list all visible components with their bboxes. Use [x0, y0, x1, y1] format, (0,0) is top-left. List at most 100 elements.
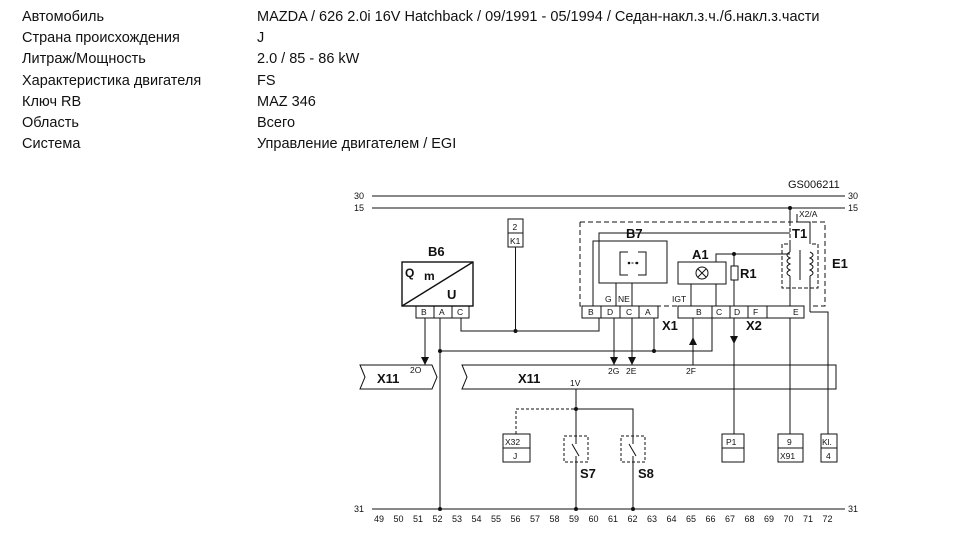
- info-value: 2.0 / 85 - 86 kW: [257, 51, 360, 68]
- x11-pin-2f: 2F: [686, 366, 696, 376]
- bottom-number: 71: [803, 514, 813, 524]
- info-label: Автомобиль: [22, 9, 105, 25]
- b6-label: B6: [428, 244, 445, 259]
- info-row-power: Литраж/Мощность 2.0 / 85 - 86 kW: [22, 49, 820, 70]
- rail-30-label-left: 30: [354, 191, 364, 201]
- x91-terminal: 9 X91: [777, 433, 804, 463]
- bottom-number-row: 49 50 51 52 53 54 55 56 57 58 59 60 61 6…: [374, 514, 833, 524]
- rail-31: 31 31: [354, 504, 858, 514]
- info-label: Область: [22, 114, 79, 131]
- info-label: Характеристика двигателя: [22, 72, 202, 89]
- rail-15-label-left: 15: [354, 203, 364, 213]
- rail-30-label-right: 30: [848, 191, 858, 201]
- bottom-number: 51: [413, 514, 423, 524]
- x2-pin-b: B: [696, 307, 702, 317]
- x32-terminal: X32 J: [502, 433, 531, 463]
- igt-label: IGT: [672, 294, 686, 304]
- k1-bottom: K1: [510, 236, 521, 246]
- b6-pin-b: B: [421, 307, 427, 317]
- x2-pin-f: F: [753, 307, 758, 317]
- r1-label: R1: [740, 266, 757, 281]
- rail-31-label-left: 31: [354, 504, 364, 514]
- rail-31-label-right: 31: [848, 504, 858, 514]
- x2-connector: B C D F E X2: [677, 305, 805, 333]
- b7-pin-g: G: [605, 294, 612, 304]
- x91-top: 9: [787, 437, 792, 447]
- bottom-number: 59: [569, 514, 579, 524]
- vehicle-info: Автомобиль MAZDA / 626 2.0i 16V Hatchbac…: [22, 7, 820, 155]
- info-value: MAZ 346: [257, 93, 316, 110]
- bottom-number: 49: [374, 514, 384, 524]
- x11-left-label: X11: [377, 371, 399, 386]
- rail-15: 15 15: [354, 203, 858, 213]
- info-value: MAZDA / 626 2.0i 16V Hatchback / 09/1991…: [257, 9, 820, 25]
- info-value: Всего: [257, 114, 296, 131]
- info-label: Система: [22, 136, 81, 153]
- x2-label: X2: [746, 318, 762, 333]
- x2-pin-d: D: [734, 307, 740, 317]
- bottom-number: 60: [589, 514, 599, 524]
- x32-top: X32: [505, 437, 520, 447]
- bottom-number: 50: [394, 514, 404, 524]
- kl-terminal: Kl. 4: [820, 433, 838, 463]
- info-row-system: Система Управление двигателем / EGI: [22, 134, 820, 155]
- info-row-area: Область Всего: [22, 113, 820, 134]
- info-value: J: [257, 30, 265, 47]
- b7-module: B7 G NE: [598, 226, 668, 306]
- bottom-number: 63: [647, 514, 657, 524]
- x11-left-pin: 2O: [410, 365, 422, 375]
- rail-30: 30 30: [354, 191, 858, 201]
- x11-pin-2e: 2E: [626, 366, 637, 376]
- e1-label: E1: [832, 256, 848, 271]
- bottom-number: 54: [472, 514, 482, 524]
- rail-15-label-right: 15: [848, 203, 858, 213]
- bottom-number: 52: [433, 514, 443, 524]
- bottom-number: 69: [764, 514, 774, 524]
- b6-sensor: B6 Q m U B A C: [401, 244, 474, 319]
- x2a-label: X2/A: [799, 209, 818, 219]
- s8-label: S8: [638, 466, 654, 481]
- s7-switch: S7: [563, 435, 596, 511]
- x32-bottom: J: [513, 451, 517, 461]
- bottom-number: 55: [491, 514, 501, 524]
- x1-pin-b: B: [588, 307, 594, 317]
- b7-pin-ne: NE: [618, 294, 630, 304]
- kl-bottom: 4: [826, 451, 831, 461]
- bottom-number: 68: [745, 514, 755, 524]
- x1-pin-c: C: [626, 307, 632, 317]
- b6-q: Q: [405, 266, 414, 280]
- bottom-number: 61: [608, 514, 618, 524]
- b6-m: m: [424, 269, 435, 283]
- info-row-engine: Характеристика двигателя FS: [22, 71, 820, 92]
- x11-main-label: X11: [518, 371, 540, 386]
- a1-igniter: A1 IGT: [672, 247, 727, 306]
- info-row-rb-key: Ключ RB MAZ 346: [22, 92, 820, 113]
- x11-pin-1v: 1V: [570, 378, 581, 388]
- x91-bottom: X91: [780, 451, 795, 461]
- s8-switch: S8: [620, 435, 654, 511]
- b6-u: U: [447, 287, 456, 302]
- bottom-number: 66: [706, 514, 716, 524]
- info-label: Литраж/Мощность: [22, 51, 146, 68]
- x2-pin-c: C: [716, 307, 722, 317]
- diagram-code: GS006211: [788, 179, 840, 191]
- k1-terminal: 2 K1: [507, 218, 524, 333]
- info-label: Страна происхождения: [22, 30, 180, 47]
- kl-top: Kl.: [822, 437, 832, 447]
- b6-pin-a: A: [439, 307, 445, 317]
- bottom-number: 65: [686, 514, 696, 524]
- s7-label: S7: [580, 466, 596, 481]
- bottom-number: 64: [667, 514, 677, 524]
- r1-resistor: R1: [726, 252, 757, 306]
- bottom-number: 57: [530, 514, 540, 524]
- x11-pin-2g: 2G: [608, 366, 619, 376]
- bottom-number: 56: [511, 514, 521, 524]
- bottom-number: 72: [823, 514, 833, 524]
- info-row-vehicle: Автомобиль MAZDA / 626 2.0i 16V Hatchbac…: [22, 7, 820, 28]
- bottom-number: 53: [452, 514, 462, 524]
- info-row-country: Страна происхождения J: [22, 28, 820, 49]
- x1-pin-a: A: [645, 307, 651, 317]
- t1-coil: X2/A T1 E1: [781, 206, 848, 306]
- t1-label: T1: [792, 226, 807, 241]
